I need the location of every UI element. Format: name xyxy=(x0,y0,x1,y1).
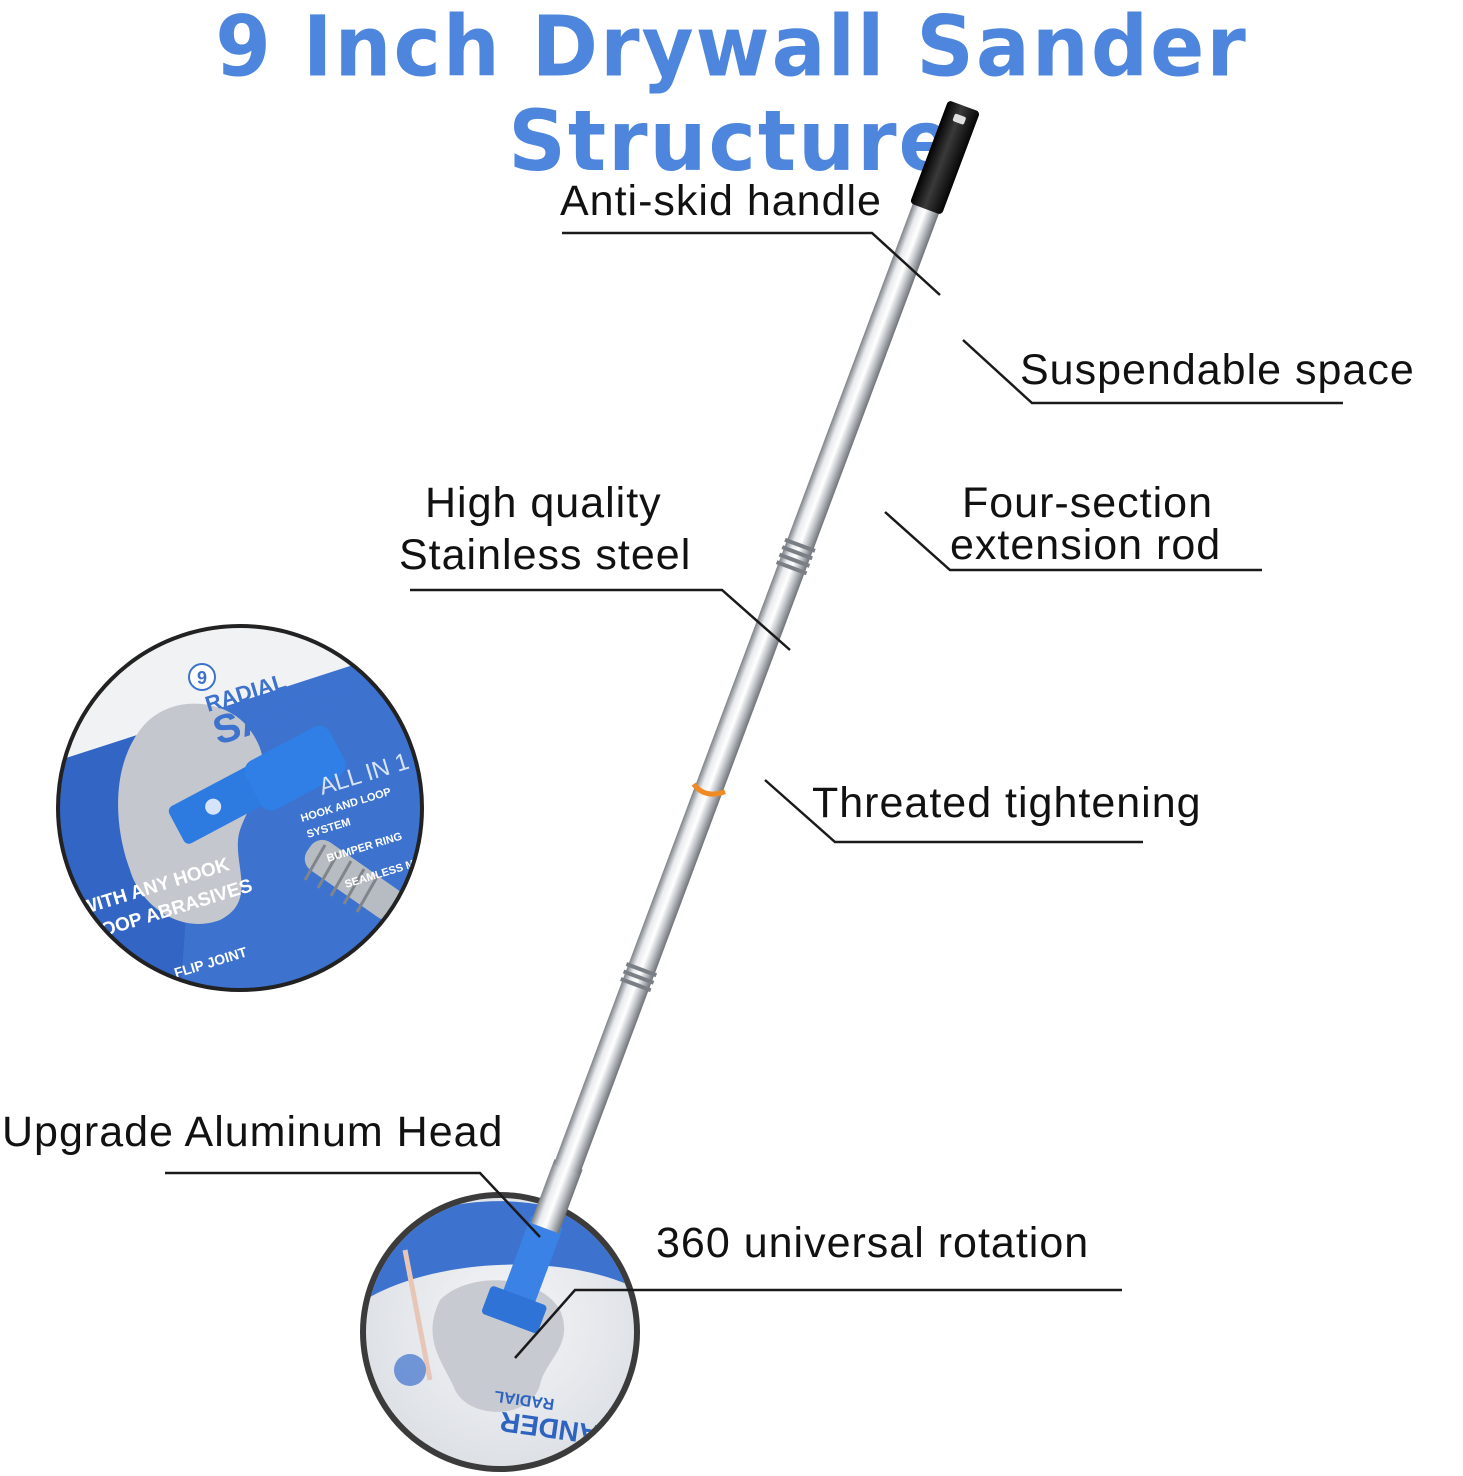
telescopic-pole xyxy=(482,101,980,1334)
leader-lines xyxy=(165,231,1343,1359)
thread-mark xyxy=(691,782,726,797)
label-aluminum-head: Upgrade Aluminum Head xyxy=(2,1108,504,1156)
label-stainless-steel-2: Stainless steel xyxy=(399,531,692,579)
page-title: 9 Inch Drywall Sander Structure xyxy=(215,0,1248,190)
label-anti-skid-handle: Anti-skid handle xyxy=(560,177,882,225)
zoom-badge: 9 xyxy=(197,668,207,688)
blue-head-connector xyxy=(497,1215,563,1320)
sanding-disk: SANDER RADIAL xyxy=(360,1192,640,1472)
zoom-detail-circle: 9 RADIAL SANDER ALL IN 1 HOOK AND LOOP S… xyxy=(56,624,424,992)
label-universal-rotation: 360 universal rotation xyxy=(656,1219,1090,1267)
label-suspendable-space: Suspendable space xyxy=(1020,346,1415,394)
anti-skid-grip xyxy=(910,101,980,214)
label-threated-tightening: Threated tightening xyxy=(812,779,1202,827)
label-stainless-steel-1: High quality xyxy=(425,479,662,527)
label-extension-rod-2: extension rod xyxy=(950,521,1222,569)
spring-joint xyxy=(303,839,404,920)
label-extension-rod-1: Four-section xyxy=(962,479,1213,527)
